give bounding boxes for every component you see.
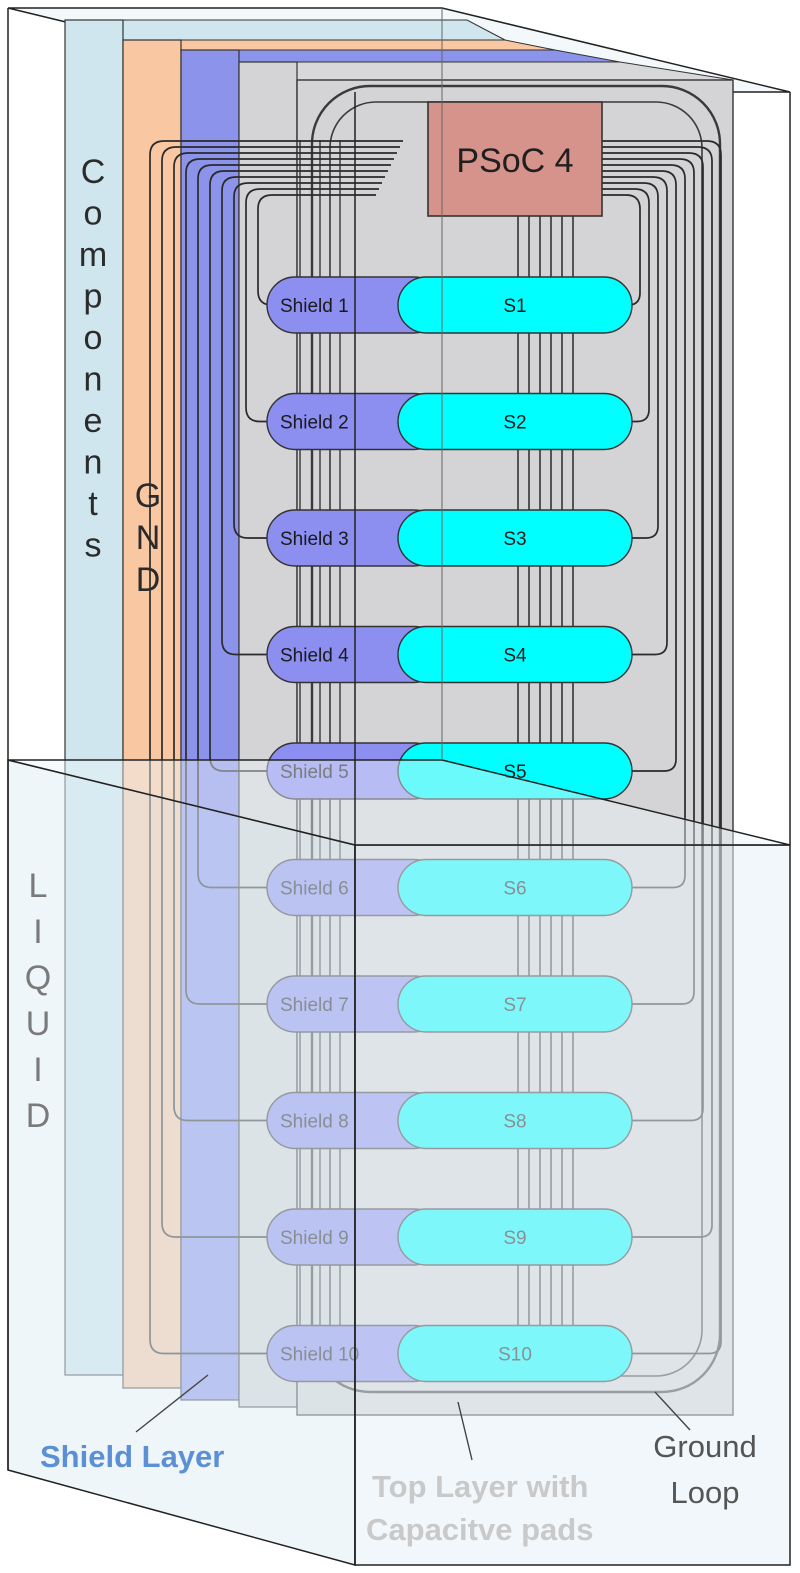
psoc4-chip: PSoC 4 — [427, 101, 603, 217]
ground-loop-label-line2: Loop — [671, 1475, 740, 1510]
shield-trace — [209, 170, 388, 772]
sensor-pad-label: S3 — [503, 529, 526, 550]
vertical-letter: s — [85, 527, 102, 565]
vertical-letter: N — [136, 519, 161, 557]
shield-pad-label: Shield 1 — [280, 296, 349, 317]
stack-outline — [7, 8, 791, 1565]
psoc4-label: PSoC 4 — [456, 142, 573, 180]
shield-pad-label: Shield 3 — [280, 529, 349, 550]
sensor-trace — [602, 188, 650, 423]
pad-row: Shield 3 S3 — [266, 509, 633, 567]
sensor-trace — [602, 176, 668, 656]
vertical-letter: D — [26, 1097, 51, 1135]
shield-layer-label: Shield Layer — [40, 1439, 224, 1474]
sensor-pad-label: S1 — [503, 296, 526, 317]
vertical-letter: U — [26, 1005, 51, 1043]
vertical-letter: G — [135, 477, 161, 515]
ground-loop-label-line1: Ground — [653, 1429, 756, 1464]
sensor-trace — [602, 170, 677, 772]
gnd-label: GND — [135, 477, 161, 599]
sensor-pad-label: S5 — [503, 762, 526, 783]
vertical-letter: o — [84, 319, 103, 357]
sensor-pad — [397, 276, 633, 334]
top-layer-label-line2: Capacitve pads — [366, 1512, 593, 1547]
sensor-pad — [397, 392, 633, 451]
pad-row: Shield 1 S1 — [266, 276, 633, 334]
vertical-letter: C — [81, 153, 106, 191]
pad-row: Shield 4 S4 — [266, 625, 633, 684]
shield-pad-label: Shield 4 — [280, 646, 349, 667]
sensor-pad-label: S4 — [503, 646, 527, 667]
vertical-letter: D — [136, 561, 161, 599]
vertical-letter: L — [29, 867, 48, 905]
shield-trace — [245, 188, 379, 423]
pad-row: Shield 2 S2 — [266, 392, 633, 451]
top-layer-label-line1: Top Layer with — [372, 1469, 588, 1504]
vertical-letter: p — [84, 278, 103, 316]
vertical-letter: t — [88, 485, 98, 523]
sensor-pad — [397, 742, 633, 800]
vertical-letter: I — [33, 1051, 42, 1089]
vertical-letter: n — [84, 361, 103, 399]
ground-loop-leader — [654, 1391, 691, 1431]
top-layer-leader — [457, 1401, 473, 1461]
liquid-block — [7, 759, 791, 1566]
shield-layer-leader — [135, 1374, 209, 1433]
vertical-letter: Q — [25, 959, 51, 997]
vertical-letter: o — [84, 195, 103, 233]
sensor-trace — [602, 182, 659, 539]
shield-trace — [233, 182, 382, 539]
shield-pad-label: Shield 2 — [280, 413, 349, 434]
callouts: Shield Layer Top Layer with Capacitve pa… — [40, 1374, 757, 1547]
sensor-pad — [397, 625, 633, 684]
sensor-pad — [397, 509, 633, 567]
vertical-letter: n — [84, 444, 103, 482]
sensor-pad-label: S2 — [503, 413, 526, 434]
vertical-letter: m — [79, 236, 107, 274]
vertical-letter: I — [33, 913, 42, 951]
vertical-letter: e — [84, 402, 103, 440]
shield-pad-label: Shield 5 — [280, 762, 349, 783]
shield-trace — [221, 176, 385, 656]
sensor-trace — [602, 194, 641, 306]
